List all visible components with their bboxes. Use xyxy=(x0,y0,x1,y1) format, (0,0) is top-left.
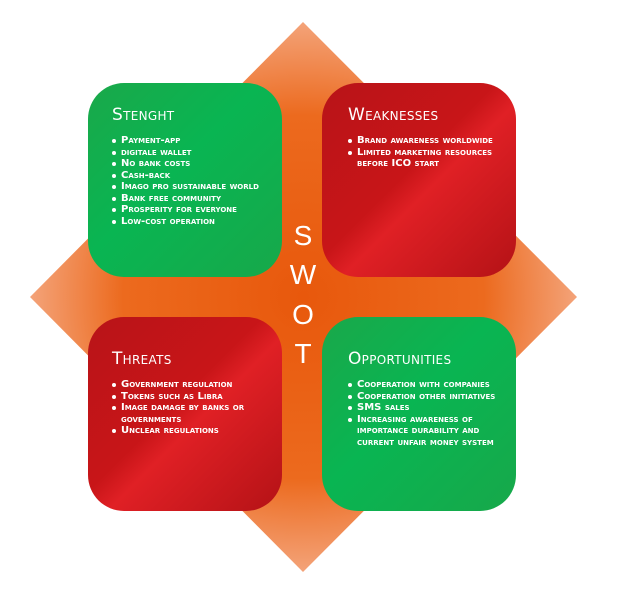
opportunities-panel: Opportunities Cooperation with companies… xyxy=(322,317,516,511)
list-item: Bank free community xyxy=(112,193,282,205)
list-item: Brand awareness worldwide xyxy=(348,135,498,147)
weaknesses-panel: Weaknesses Brand awareness worldwide Lim… xyxy=(322,83,516,277)
list-item: Low-cost operation xyxy=(112,216,282,228)
opportunities-title: Opportunities xyxy=(348,349,452,369)
list-item: Cooperation other initiatives xyxy=(348,391,508,403)
list-item: Payment-app xyxy=(112,135,282,147)
list-item: Image damage by banks or governments xyxy=(112,402,262,425)
weaknesses-title: Weaknesses xyxy=(348,105,439,125)
list-item: Limited marketing resources before ICO s… xyxy=(348,147,498,170)
list-item: Cash-back xyxy=(112,170,282,182)
list-item: SMS sales xyxy=(348,402,508,414)
swot-letter-s: S xyxy=(293,220,313,251)
strength-title: Stenght xyxy=(112,105,175,125)
list-item: Tokens such as Libra xyxy=(112,391,262,403)
swot-letter-t: T xyxy=(294,338,312,369)
threats-panel: Threats Government regulation Tokens suc… xyxy=(88,317,282,511)
list-item: Cooperation with companies xyxy=(348,379,508,391)
list-item: digitale wallet xyxy=(112,147,282,159)
swot-letter-w: W xyxy=(289,259,317,290)
swot-letter-o: O xyxy=(292,299,314,330)
list-item: Increasing awareness of importance durab… xyxy=(348,414,508,449)
list-item: Unclear regulations xyxy=(112,425,262,437)
list-item: Prosperity for everyone xyxy=(112,204,282,216)
list-item: Imago pro sustainable world xyxy=(112,181,282,193)
list-item: Government regulation xyxy=(112,379,262,391)
list-item: No bank costs xyxy=(112,158,282,170)
strength-panel: Stenght Payment-app digitale wallet No b… xyxy=(88,83,282,277)
threats-title: Threats xyxy=(112,349,172,369)
